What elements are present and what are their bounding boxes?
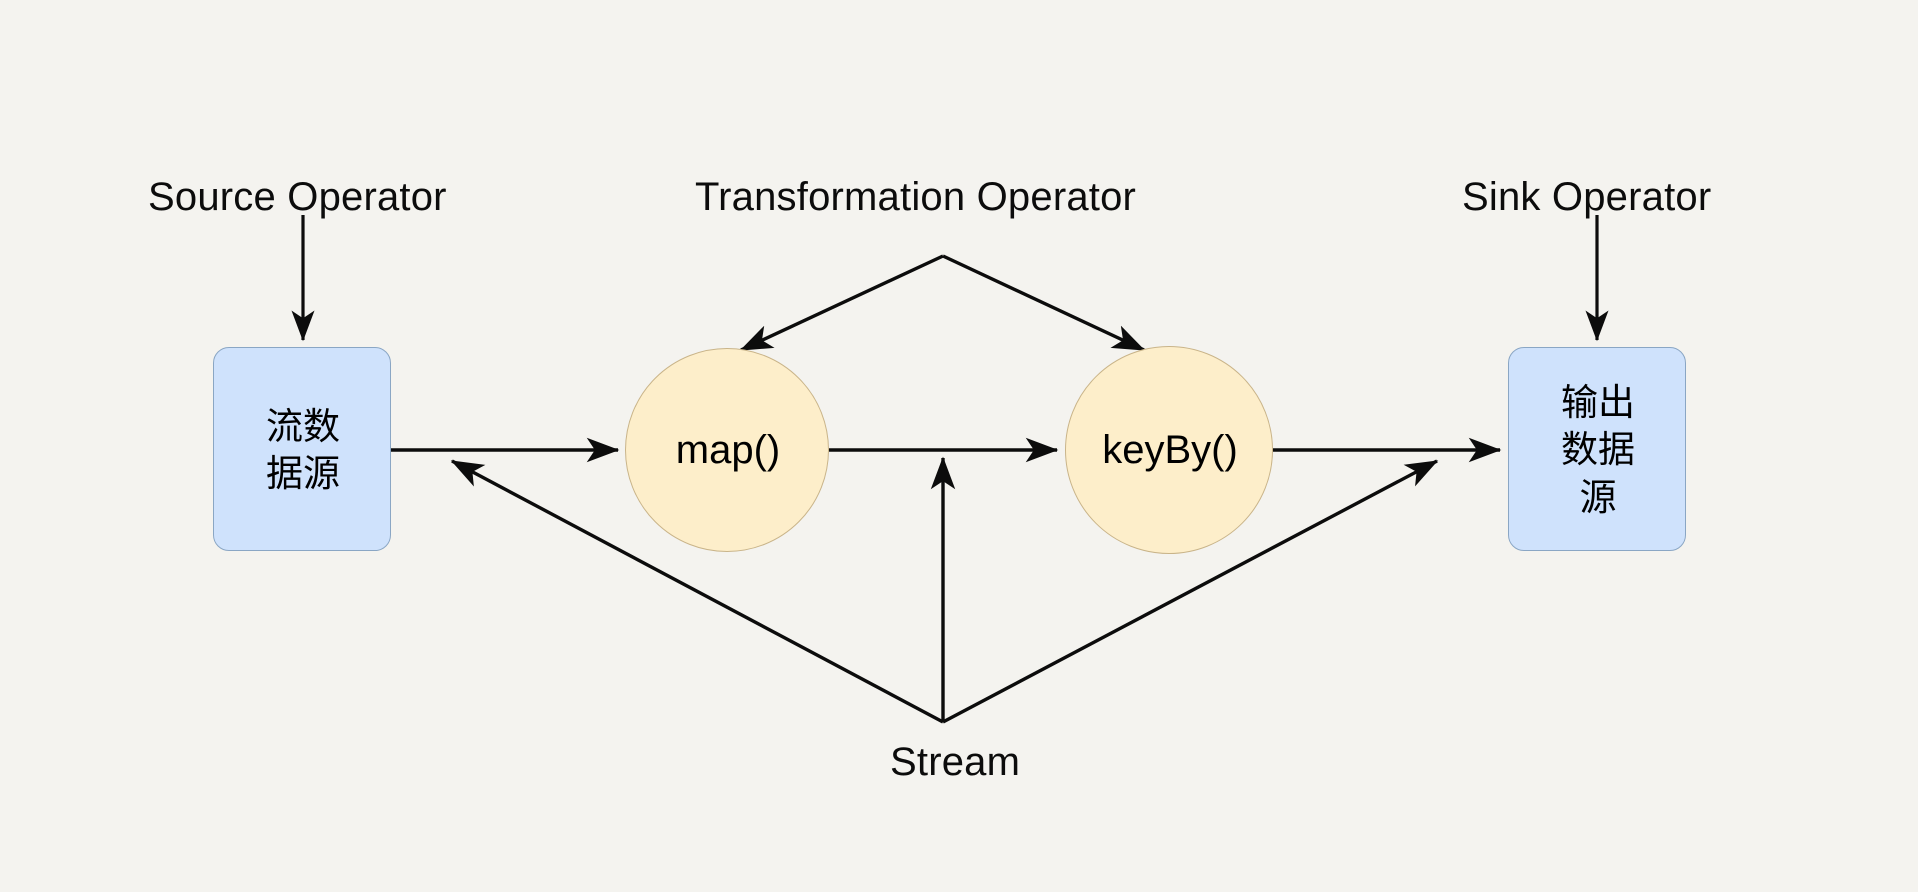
annotation-transformation-operator: Transformation Operator — [695, 175, 1137, 219]
node-sink-label: 输出 数据 源 — [1561, 380, 1635, 519]
node-source[interactable]: 流数 据源 — [213, 347, 391, 551]
node-map[interactable]: map() — [625, 348, 829, 552]
edge-transform-fork-to-keyby — [942, 254, 1146, 352]
annotation-stream: Stream — [890, 740, 1021, 784]
edge-stream-to-source-out — [450, 459, 944, 724]
edge-stream-to-keyby-sink — [942, 459, 1439, 724]
node-keyby[interactable]: keyBy() — [1065, 346, 1273, 554]
node-source-label: 流数 据源 — [266, 404, 340, 495]
edge-transform-fork-to-map — [739, 254, 944, 352]
annotation-sink-operator: Sink Operator — [1462, 175, 1712, 219]
annotation-source-operator: Source Operator — [148, 175, 447, 219]
node-sink[interactable]: 输出 数据 源 — [1508, 347, 1686, 551]
